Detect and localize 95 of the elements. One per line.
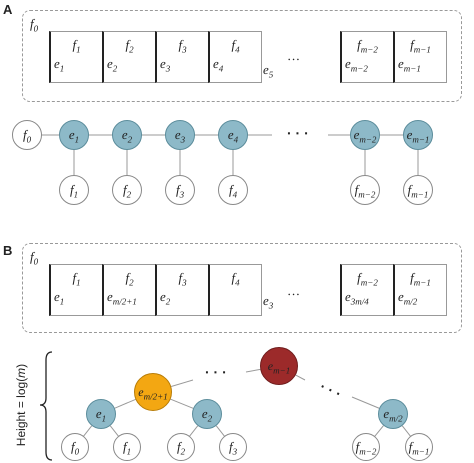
connector-line: [374, 425, 384, 437]
ellipsis: · · ·: [287, 125, 309, 141]
math-symbol: e$_{m/2}$: [398, 289, 418, 307]
connector-line: [232, 150, 234, 176]
face-cell: [393, 264, 447, 316]
edge-node-circle: e$_{4}$: [218, 120, 248, 150]
math-symbol: e$_{3}$: [263, 293, 274, 311]
face-cell: [102, 31, 156, 83]
math-symbol: e$_{m−1}$: [398, 56, 421, 74]
face-label: f$_{m−2}$: [356, 37, 379, 55]
connector-line: [189, 425, 198, 436]
connector-line: [380, 134, 404, 136]
connector-line: [352, 396, 380, 409]
ellipsis: · · ·: [205, 364, 227, 380]
face-node-circle: f$_{3}$: [165, 175, 195, 205]
math-symbol: e$_{m−2}$: [345, 56, 368, 74]
connector-line: [328, 134, 350, 136]
math-symbol: e$_{1}$: [54, 289, 64, 307]
edge-node-circle: e$_{3}$: [165, 120, 195, 150]
connector-line: [194, 134, 218, 136]
edge-node-circle: e$_{m−1}$: [260, 347, 298, 385]
face-cell: [49, 31, 103, 83]
connector-line: [216, 425, 225, 436]
face-cell: [49, 264, 103, 316]
ellipsis: …: [288, 48, 300, 64]
face-node-circle: f$_{0}$: [61, 433, 89, 461]
outer-face-region: [22, 243, 462, 333]
connector-line: [83, 425, 92, 436]
edge-node-circle: e$_{1}$: [59, 120, 89, 150]
edge-node-circle: e$_{1}$: [86, 399, 116, 429]
math-symbol: e$_{4}$: [213, 56, 224, 74]
face-node-circle: f$_{m−2}$: [350, 175, 380, 205]
face-cell: [208, 31, 262, 83]
connector-line: [295, 374, 306, 380]
connector-line: [170, 398, 194, 409]
face-cell: [208, 264, 262, 316]
panel-letter: B: [3, 243, 12, 258]
math-symbol: e$_{2}$: [107, 56, 118, 74]
ellipsis: …: [288, 283, 300, 299]
math-symbol: e$_{2}$: [160, 289, 170, 307]
connector-line: [114, 398, 136, 409]
face-node-circle: f$_{1}$: [113, 433, 141, 461]
outer-face-region: [22, 10, 462, 102]
math-symbol: e$_{3m/4}$: [345, 289, 369, 307]
face-label: f$_{4}$: [230, 37, 241, 55]
connector-line: [364, 150, 366, 176]
face-cell: [340, 31, 394, 83]
connector-line: [88, 134, 112, 136]
edge-node-circle: e$_{m−2}$: [350, 120, 380, 150]
face-label: f$_{0}$: [30, 249, 38, 267]
ellipsis: · · ·: [318, 378, 344, 402]
face-cell: [393, 31, 447, 83]
connector-line: [142, 134, 166, 136]
face-label: f$_{3}$: [177, 270, 188, 288]
face-node-circle: f$_{3}$: [219, 433, 247, 461]
face-cell: [340, 264, 394, 316]
face-cell: [155, 31, 209, 83]
face-node-circle: f$_{2}$: [112, 175, 142, 205]
face-label: f$_{2}$: [124, 37, 135, 55]
math-symbol: e$_{1}$: [54, 56, 64, 74]
math-symbol: e$_{3}$: [160, 56, 170, 74]
connector-line: [248, 134, 272, 136]
edge-node-circle: e$_{m/2+1}$: [134, 373, 172, 411]
face-cell: [102, 264, 156, 316]
face-node-circle: f$_{m−1}$: [403, 175, 433, 205]
connector-line: [246, 368, 261, 372]
edge-node-circle: e$_{2}$: [112, 120, 142, 150]
math-symbol: e$_{m/2+1}$: [107, 289, 137, 307]
connector-line: [170, 380, 194, 388]
face-node-circle: f$_{2}$: [167, 433, 195, 461]
face-label: f$_{1}$: [71, 270, 82, 288]
connector-line: [402, 425, 411, 436]
face-label: f$_{0}$: [30, 16, 38, 34]
face-node-circle: f$_{4}$: [218, 175, 248, 205]
connector-line: [42, 134, 60, 136]
panel-letter: A: [3, 2, 12, 17]
edge-node-circle: e$_{2}$: [192, 399, 222, 429]
face-label: f$_{1}$: [71, 37, 82, 55]
face-cell: [155, 264, 209, 316]
connector-line: [126, 150, 128, 176]
face-label: f$_{m−1}$: [409, 270, 432, 288]
edge-node-circle: e$_{m/2}$: [378, 399, 408, 429]
edge-node-circle: e$_{m−1}$: [403, 120, 433, 150]
face-node-circle: f$_{1}$: [59, 175, 89, 205]
face-label: f$_{m−1}$: [409, 37, 432, 55]
face-label: f$_{m−2}$: [356, 270, 379, 288]
height-label: Height = log(m): [14, 364, 28, 446]
face-label: f$_{2}$: [124, 270, 135, 288]
face-node-circle: f$_{m−1}$: [405, 433, 433, 461]
face-node-circle: f$_{m−2}$: [352, 433, 380, 461]
math-symbol: e$_{5}$: [263, 62, 274, 80]
face-node-circle: f$_{0}$: [12, 120, 42, 150]
face-label: f$_{4}$: [230, 270, 241, 288]
connector-line: [110, 425, 119, 436]
face-label: f$_{3}$: [177, 37, 188, 55]
